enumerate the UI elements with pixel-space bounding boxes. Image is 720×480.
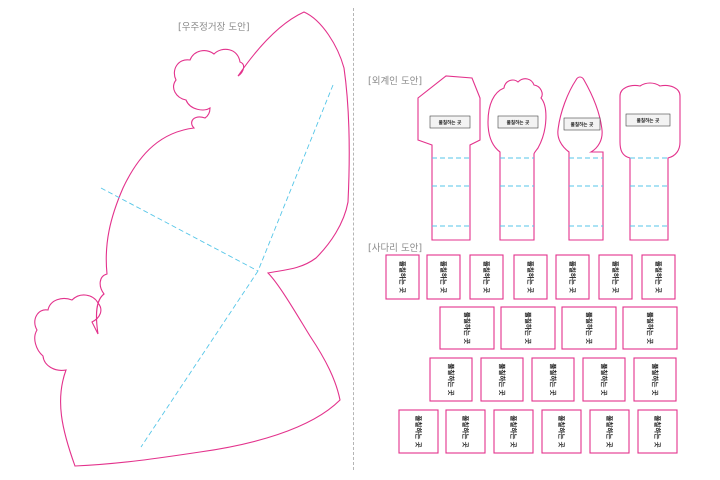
alien-1: 풀칠하는 곳 [417,75,481,241]
ladder-rung-label: 풀칠하는 곳 [440,261,449,293]
ladder-rung-label: 풀칠하는 곳 [600,363,609,395]
station-fold-2 [257,84,334,272]
ladder-rung-label: 풀칠하는 곳 [399,261,408,293]
ladder-rung-label: 풀칠하는 곳 [558,415,567,447]
ladder-rung: 풀칠하는 곳 [500,306,556,350]
ladder-rung-label: 풀칠하는 곳 [612,261,621,293]
alien-3-glue-area [563,117,601,131]
alien-3-glue-label: 풀칠하는 곳 [571,121,595,128]
alien-4-glue-label: 풀칠하는 곳 [637,117,661,124]
ladder-rung: 풀칠하는 곳 [541,409,582,454]
ladder-rung: 풀칠하는 곳 [429,357,473,402]
alien-4: 풀칠하는 곳 [619,82,681,241]
ladder-rung: 풀칠하는 곳 [641,254,676,300]
ladder-rung: 풀칠하는 곳 [513,254,548,300]
ladder-rung: 풀칠하는 곳 [561,306,617,350]
ladder-rung-label: 풀칠하는 곳 [463,312,472,344]
ladder-rung: 풀칠하는 곳 [426,254,461,300]
ladder-rung: 풀칠하는 곳 [582,357,626,402]
ladder-rung: 풀칠하는 곳 [598,254,633,300]
alien-3: 풀칠하는 곳 [557,76,604,241]
ladder-rung: 풀칠하는 곳 [531,357,575,402]
alien-1-glue-area [429,115,471,129]
ladder-rung-label: 풀칠하는 곳 [655,261,664,293]
ladder-rung: 풀칠하는 곳 [493,409,534,454]
space-station-pattern [34,11,350,467]
ladder-rung-label: 풀칠하는 곳 [527,261,536,293]
alien-1-glue-label: 풀칠하는 곳 [439,119,463,126]
alien-3-cut [557,76,604,241]
ladder-rung-label: 풀칠하는 곳 [462,415,471,447]
station-fold-1 [100,187,259,272]
alien-2: 풀칠하는 곳 [487,78,547,241]
ladder-rung-label: 풀칠하는 곳 [549,363,558,395]
alien-4-cut [619,82,681,241]
alien-patterns: 풀칠하는 곳 풀칠하는 곳 풀칠하는 곳 풀칠하는 곳 [417,75,681,241]
ladder-rung-label: 풀칠하는 곳 [524,312,533,344]
ladder-rung: 풀칠하는 곳 [480,357,524,402]
ladder-rung: 풀칠하는 곳 [589,409,630,454]
ladder-pattern-title: [사다리 도안] [368,243,423,254]
alien-1-cut [417,75,481,241]
alien-2-glue-area [497,115,539,129]
ladder-rung: 풀칠하는 곳 [385,254,420,300]
ladder-rung: 풀칠하는 곳 [637,409,678,454]
ladder-rung-label: 풀칠하는 곳 [585,312,594,344]
station-cut-outline [34,11,350,467]
alien-pattern-title: [외계인 도안] [368,76,423,87]
ladder-rung: 풀칠하는 곳 [398,409,439,454]
ladder-rungs: 풀칠하는 곳 풀칠하는 곳 풀칠하는 곳 풀칠하는 곳 풀칠하는 곳 풀칠하는 … [385,254,678,454]
ladder-rung: 풀칠하는 곳 [622,306,678,350]
ladder-rung: 풀칠하는 곳 [555,254,590,300]
ladder-rung-label: 풀칠하는 곳 [447,363,456,395]
ladder-rung-label: 풀칠하는 곳 [606,415,615,447]
station-fold-3 [140,270,259,448]
ladder-rung: 풀칠하는 곳 [439,306,495,350]
ladder-rung: 풀칠하는 곳 [633,357,677,402]
alien-2-cut [487,78,547,241]
ladder-rung-label: 풀칠하는 곳 [646,312,655,344]
ladder-rung-label: 풀칠하는 곳 [498,363,507,395]
ladder-rung-label: 풀칠하는 곳 [483,261,492,293]
ladder-rung-label: 풀칠하는 곳 [654,415,663,447]
center-divider [353,8,354,470]
alien-4-glue-area [625,113,671,127]
ladder-rung-label: 풀칠하는 곳 [569,261,578,293]
ladder-rung: 풀칠하는 곳 [445,409,486,454]
ladder-rung-label: 풀칠하는 곳 [415,415,424,447]
station-pattern-title: [우주정거장 도안] [178,22,250,33]
ladder-rung-label: 풀칠하는 곳 [510,415,519,447]
ladder-rung-label: 풀칠하는 곳 [651,363,660,395]
ladder-rung: 풀칠하는 곳 [469,254,504,300]
alien-2-glue-label: 풀칠하는 곳 [507,119,531,126]
